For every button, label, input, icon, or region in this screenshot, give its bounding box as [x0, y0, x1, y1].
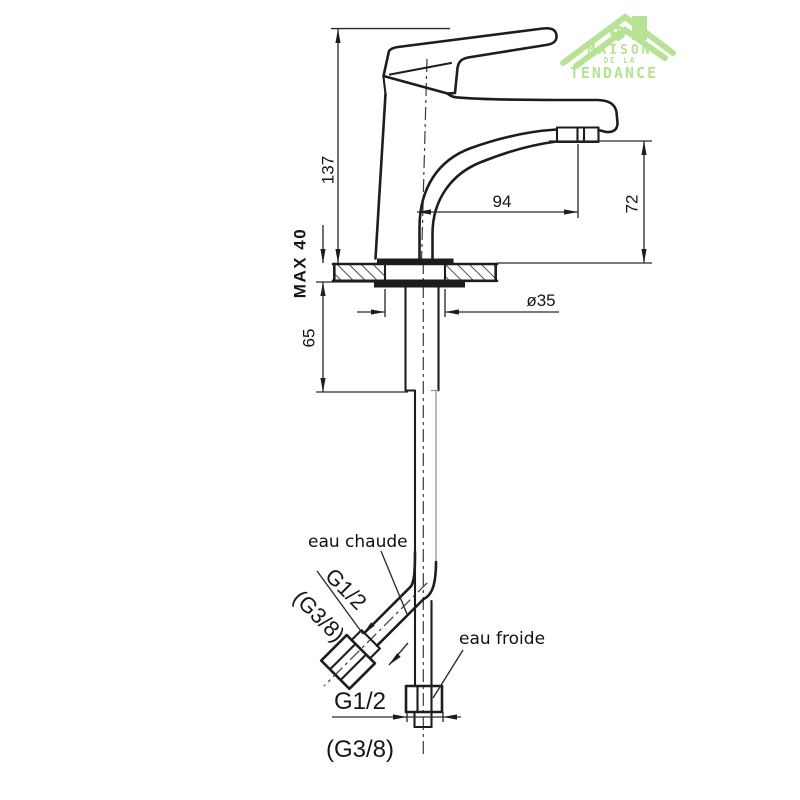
dim-total-height-label: 137 — [319, 156, 338, 184]
logo-text-line1: MAISON — [588, 43, 653, 58]
dimension-lines — [316, 27, 652, 722]
hot-water-label: eau chaude — [308, 532, 408, 552]
body-left-edge — [374, 92, 387, 260]
dim-shank-length-label: 65 — [300, 329, 319, 348]
cold-thread-alt-label: (G3/8) — [326, 736, 394, 763]
dim-spout-height-label: 72 — [623, 195, 642, 214]
dim-max-deck-thickness-label: MAX 40 — [291, 228, 310, 298]
logo-text-line2: DE LA — [604, 56, 637, 65]
counter-deck — [331, 262, 499, 288]
faucet-base — [377, 258, 454, 264]
logo-chimney-icon — [632, 16, 647, 40]
washer-plate — [374, 282, 465, 288]
logo-text-line3: TENDANCE — [570, 64, 658, 82]
handle-lever — [382, 26, 558, 95]
dim-hole-diameter-label: ø35 — [526, 291, 555, 310]
cold-pipe-nut — [404, 684, 444, 729]
spout-top — [446, 92, 619, 134]
centerlines — [323, 58, 428, 754]
spout-curve-outer — [418, 128, 558, 261]
brand-logo: MAISON DE LA TENDANCE — [560, 13, 676, 82]
hot-supply-pipe — [319, 550, 438, 691]
spout-curve-inner — [431, 140, 558, 261]
logo-roof-icon — [560, 13, 676, 69]
cold-supply-pipe — [413, 389, 437, 687]
cold-water-label: eau froide — [459, 629, 545, 649]
threaded-shank — [404, 286, 440, 392]
faucet-outline — [374, 26, 619, 264]
cold-thread-label: G1/2 — [334, 688, 386, 715]
aerator — [555, 126, 600, 144]
logo-compass-icon — [610, 25, 626, 41]
plumbing — [319, 286, 444, 729]
handle-crease — [388, 61, 453, 76]
dim-spout-reach-label: 94 — [493, 192, 512, 211]
